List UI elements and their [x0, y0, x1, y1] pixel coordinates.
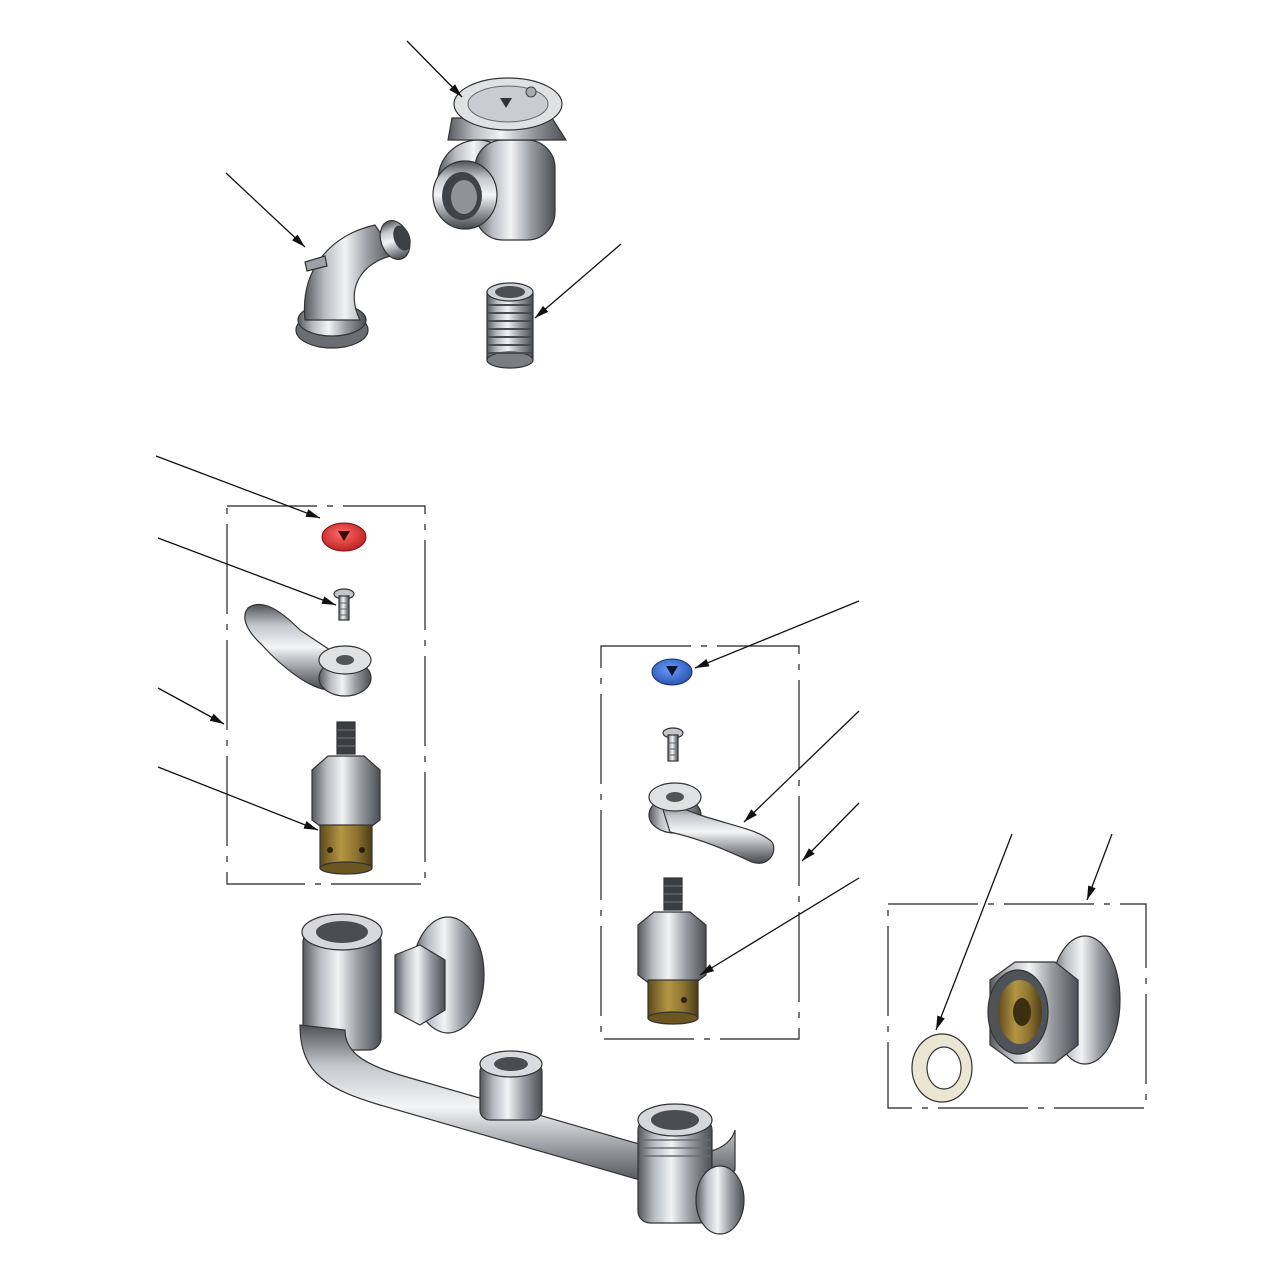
arrowhead [303, 821, 318, 830]
arrowhead [535, 305, 549, 318]
leader-threaded-nipple [534, 243, 622, 319]
leader-cold-cartridge [699, 877, 860, 976]
hot-handle-assembly-box [226, 505, 426, 885]
leader-hot-cartridge [157, 766, 319, 831]
cartridge-icon [637, 877, 707, 1025]
washer-icon [911, 1033, 973, 1103]
leader-hot-index-button [155, 455, 321, 519]
vacuum-breaker-icon [432, 77, 568, 241]
faucet-body-icon [299, 913, 745, 1235]
cold-handle-assembly-box [600, 645, 800, 1040]
leader-cold-lever-handle [743, 710, 860, 823]
leader-cold-handle-assembly-box [801, 802, 860, 862]
elbow-fitting-icon [295, 220, 411, 349]
flange-assembly-box [887, 903, 1147, 1109]
flange-nut-icon [987, 935, 1121, 1065]
lever-handle-icon [648, 782, 775, 864]
nipple-icon [486, 282, 534, 369]
arrowhead [744, 809, 757, 822]
arrowhead [695, 659, 710, 668]
cartridge-icon [311, 721, 381, 875]
leader-flange-washer [935, 833, 1013, 1031]
arrowhead [700, 964, 715, 975]
arrowhead [1087, 885, 1096, 900]
arrowhead [321, 596, 336, 605]
screw-icon [662, 727, 684, 762]
index-button-icon [651, 658, 693, 686]
index-button-icon [321, 522, 367, 552]
arrowhead [305, 509, 320, 518]
arrowhead [802, 848, 815, 861]
arrowhead [292, 234, 305, 247]
arrowhead [936, 1015, 945, 1030]
leader-cold-index-button [694, 600, 860, 669]
arrowhead [209, 713, 224, 724]
screw-icon [333, 588, 355, 621]
leader-hot-handle-screw [157, 537, 337, 606]
arrowhead [449, 84, 462, 97]
leader-flange-assembly-box [1086, 833, 1113, 901]
lever-handle-icon [244, 603, 372, 697]
leader-vacuum-breaker-cap [406, 40, 463, 98]
leader-hot-handle-assembly-box [157, 687, 225, 725]
callout-leaders [155, 40, 1113, 1031]
leader-elbow-stem-pin [225, 172, 306, 248]
